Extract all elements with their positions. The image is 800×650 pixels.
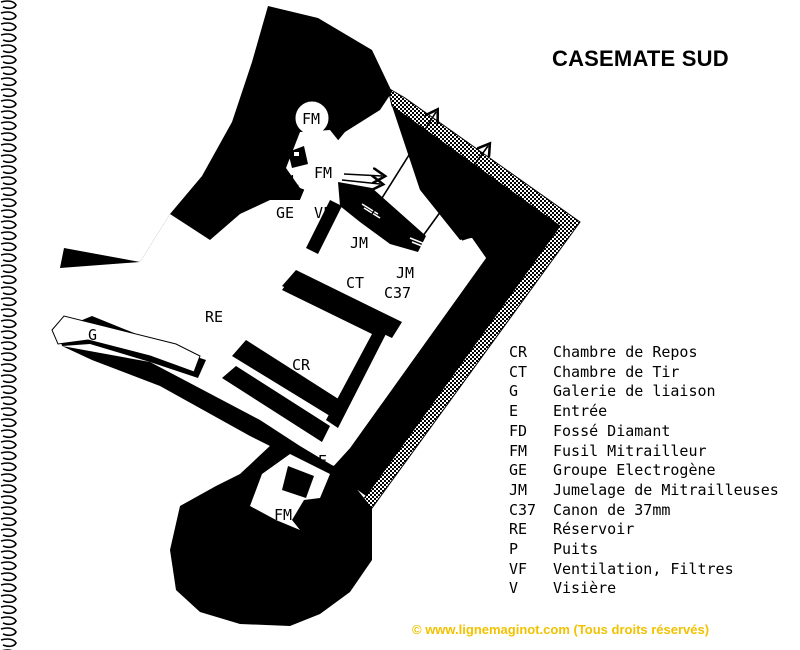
label-fd: FD — [414, 354, 432, 372]
label-l: L — [290, 172, 299, 190]
spiral-binding — [0, 0, 20, 650]
east-wall — [330, 106, 560, 496]
legend-code: V — [509, 579, 519, 598]
label-g: G — [88, 326, 97, 344]
legend-code: CT — [509, 362, 528, 381]
legend-label: Groupe Electrogène — [553, 461, 716, 480]
legend-item: CR Chambre de Repos — [509, 343, 779, 363]
legend-item: V Visière — [509, 579, 779, 599]
legend-label: Galerie de liaison — [553, 382, 716, 401]
vf-wall — [306, 200, 342, 254]
ge-room — [286, 130, 346, 196]
legend-item: FM Fusil Mitrailleur — [509, 442, 779, 462]
label-fm-bottom: FM — [274, 506, 292, 524]
label-jm-left: JM — [350, 234, 368, 252]
legend-item: C37 Canon de 37mm — [509, 501, 779, 521]
legend-label: Ventilation, Filtres — [553, 559, 734, 578]
legend-item: JM Jumelage de Mitrailleuses — [509, 481, 779, 501]
legend-code: FD — [509, 421, 528, 440]
legend-item: GE Groupe Electrogène — [509, 461, 779, 481]
legend-item: FD Fossé Diamant — [509, 422, 779, 442]
label-re: RE — [205, 308, 223, 326]
legend-item: G Galerie de liaison — [509, 382, 779, 402]
label-cr: CR — [292, 356, 311, 374]
label-ge: GE — [276, 204, 294, 222]
legend-label: Chambre de Tir — [553, 362, 680, 381]
legend-label: Chambre de Repos — [553, 343, 698, 361]
galerie-corridor — [51, 315, 201, 373]
legend-item: RE Réservoir — [509, 520, 779, 540]
puits-box — [288, 146, 308, 168]
label-ct: CT — [346, 274, 364, 292]
entree-block — [282, 466, 314, 498]
legend-code: GE — [509, 461, 528, 480]
legend-label: Fusil Mitrailleur — [553, 441, 707, 460]
legend-label: Puits — [553, 540, 599, 559]
legend-item: P Puits — [509, 540, 779, 560]
legend-label: Fossé Diamant — [553, 421, 671, 440]
firing-chamber-slab — [366, 202, 420, 248]
legend-item: CT Chambre de Tir — [509, 363, 779, 383]
legend-label: Jumelage de Mitrailleuses — [553, 480, 779, 499]
label-jm-right: JM — [396, 264, 414, 282]
legend-code: JM — [509, 480, 528, 499]
label-c37: C37 — [384, 284, 411, 302]
label-vf: VF — [314, 204, 332, 222]
legend-code: CR — [509, 343, 528, 361]
legend-label: Visière — [553, 579, 617, 598]
copyright-notice: © www.lignemaginot.com (Tous droits rése… — [412, 622, 710, 637]
label-e: E — [318, 452, 327, 470]
legend-label: Canon de 37mm — [553, 500, 671, 519]
legend-code: C37 — [509, 500, 537, 519]
fire-arrows — [301, 112, 488, 521]
label-v: V — [458, 208, 467, 226]
puits-mark — [294, 152, 299, 156]
legend-label: Réservoir — [553, 520, 635, 539]
label-fm-top: FM — [302, 110, 320, 128]
legend-label: Entrée — [553, 402, 608, 421]
chambre-repos-walls — [222, 276, 388, 442]
legend-code: FM — [509, 441, 528, 460]
legend-code: P — [509, 540, 519, 559]
label-fm-mid: FM — [314, 164, 332, 182]
page-title: CASEMATE SUD — [552, 46, 729, 71]
legend-code: G — [509, 382, 519, 401]
legend-code: VF — [509, 559, 528, 578]
southwest-wall — [62, 346, 340, 478]
legend-item: E Entrée — [509, 402, 779, 422]
visiere-outline — [443, 199, 475, 241]
legend-code: E — [509, 402, 519, 421]
legend-item: VF Ventilation, Filtres — [509, 560, 779, 580]
legend-code: RE — [509, 520, 528, 539]
chambre-tir-wall — [282, 270, 402, 338]
